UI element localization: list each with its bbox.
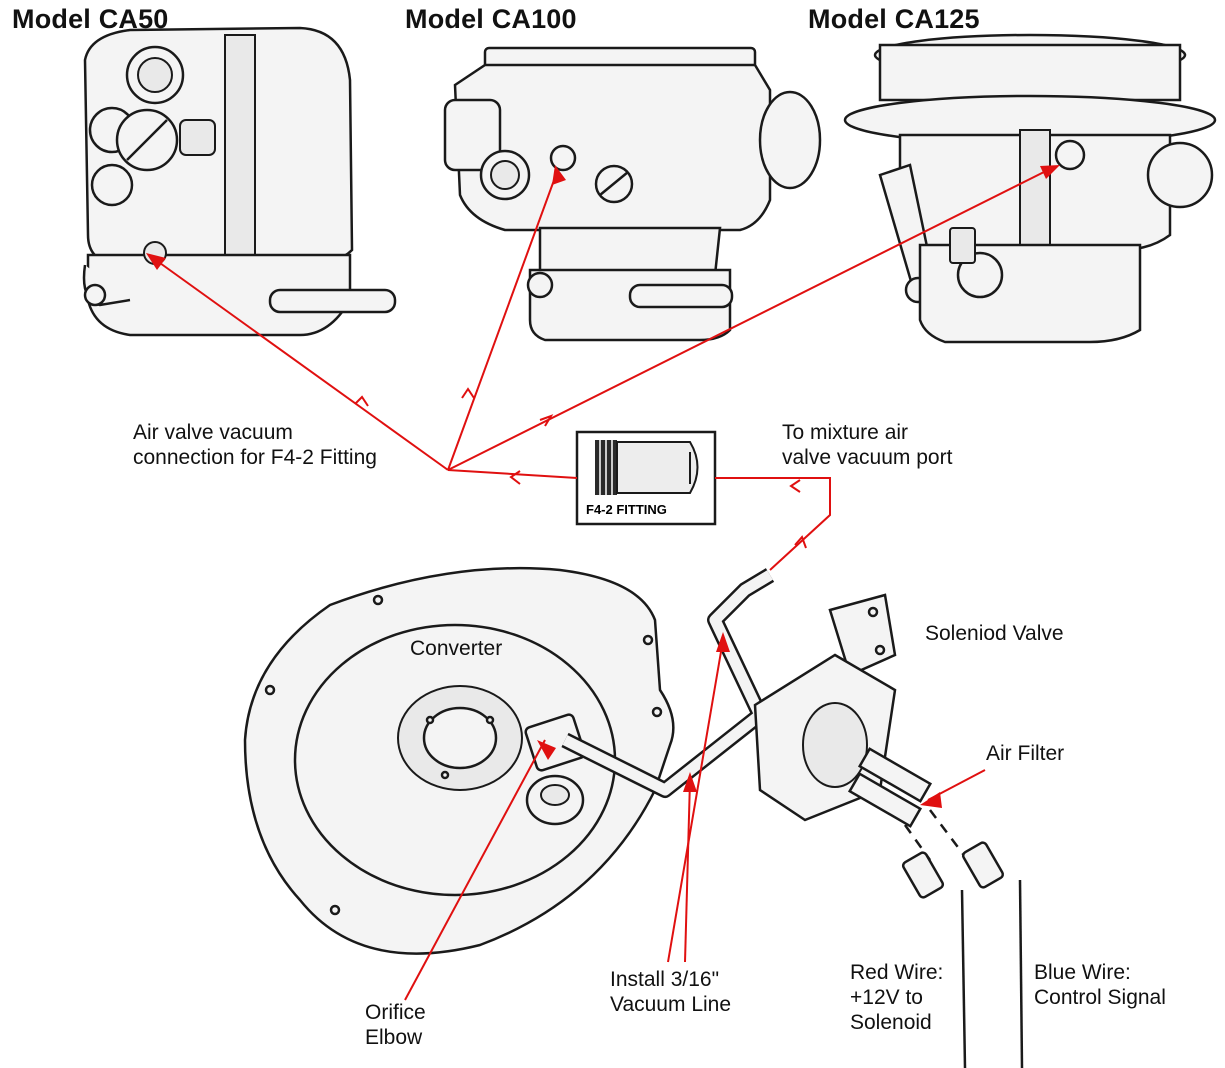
label-install-vacuum-line: Install 3/16" Vacuum Line <box>610 967 731 1017</box>
label-air-valve-line1: Air valve vacuum <box>133 421 293 444</box>
label-air-filter: Air Filter <box>986 742 1065 765</box>
red-arrows <box>146 165 1060 1001</box>
label-mixture-port: To mixture air valve vacuum port <box>782 420 952 470</box>
label-mixture-line2: valve vacuum port <box>782 446 953 469</box>
mixer-ca50-drawing <box>82 26 397 337</box>
label-install-line2: Vacuum Line <box>610 993 732 1016</box>
label-air-valve-vacuum: Air valve vacuum connection for F4-2 Fit… <box>133 420 377 470</box>
title-model-ca100: Model CA100 <box>405 4 577 34</box>
label-red-wire-line2: +12V to <box>850 986 923 1009</box>
label-orifice-line1: Orifice <box>365 1001 426 1024</box>
label-air-valve-line2: connection for F4-2 Fitting <box>133 446 377 469</box>
label-solenoid-valve: Soleniod Valve <box>925 622 1064 645</box>
label-converter: Converter <box>410 637 503 660</box>
mixer-ca125-drawing <box>843 33 1217 344</box>
mixer-ca100-drawing <box>443 46 822 342</box>
label-mixture-line1: To mixture air <box>782 421 909 444</box>
label-blue-wire-line2: Control Signal <box>1034 986 1166 1009</box>
label-blue-wire-line1: Blue Wire: <box>1034 961 1131 984</box>
label-orifice-line2: Elbow <box>365 1026 423 1049</box>
solenoid-valve-drawing <box>753 593 1024 1068</box>
label-red-wire-line3: Solenoid <box>850 1011 932 1034</box>
title-model-ca125: Model CA125 <box>808 4 980 34</box>
label-blue-wire: Blue Wire: Control Signal <box>1034 960 1166 1010</box>
converter-drawing <box>243 566 675 955</box>
label-red-wire-line1: Red Wire: <box>850 961 944 984</box>
label-install-line1: Install 3/16" <box>610 968 720 991</box>
fitting-label: F4-2 FITTING <box>586 502 667 517</box>
label-red-wire: Red Wire: +12V to Solenoid <box>850 960 943 1035</box>
label-orifice-elbow: Orifice Elbow <box>365 1000 426 1050</box>
